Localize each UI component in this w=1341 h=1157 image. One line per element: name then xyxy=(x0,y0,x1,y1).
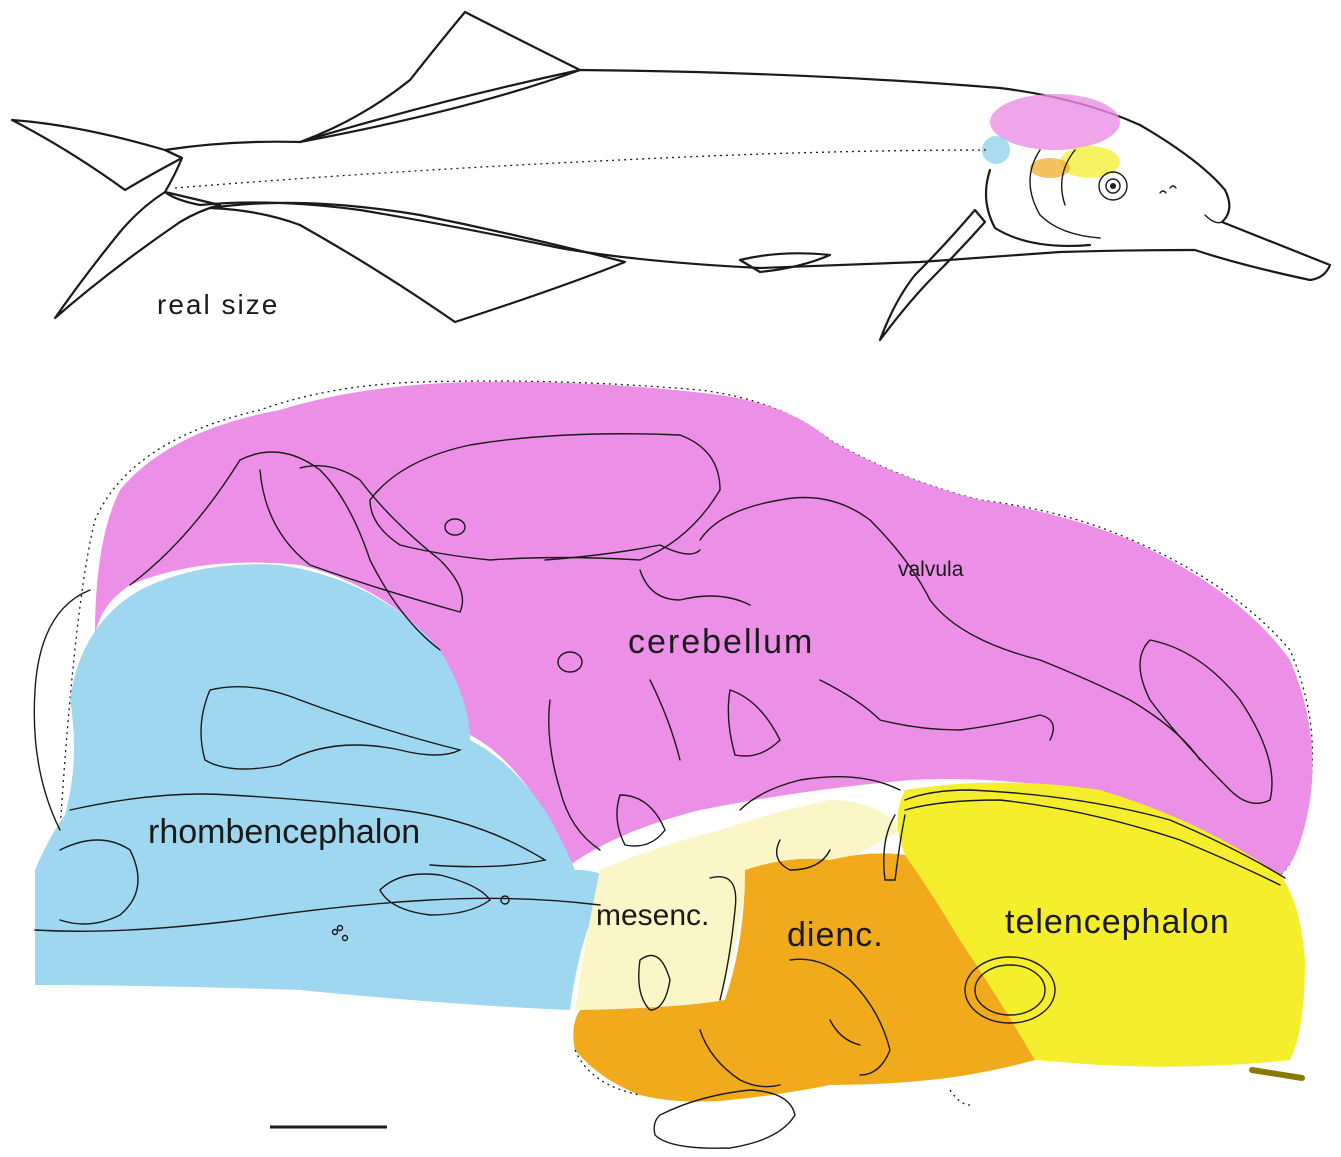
fish-brain-yellow xyxy=(1060,146,1120,178)
telencephalon-label: telencephalon xyxy=(1005,903,1230,941)
caudal-fin-upper xyxy=(12,120,182,190)
nostril xyxy=(1160,191,1166,193)
fish-eye-pupil xyxy=(1110,183,1116,189)
brain-illustration: cerebellum valvula rhombencephalon mesen… xyxy=(34,381,1312,1148)
lateral-line xyxy=(175,150,990,188)
real-size-caption: real size xyxy=(157,289,279,320)
rhombencephalon-label: rhombencephalon xyxy=(148,813,420,851)
diencephalon-label: dienc. xyxy=(787,916,884,954)
mesencephalon-label: mesenc. xyxy=(596,899,709,932)
nostril xyxy=(1170,186,1176,188)
fish-brain-blue xyxy=(982,136,1010,164)
lower-dotted-contour xyxy=(950,1090,970,1105)
operculum xyxy=(986,170,1090,246)
fish-illustration: real size xyxy=(12,12,1330,340)
pectoral-fin xyxy=(880,210,985,340)
fish-brain-pink xyxy=(990,94,1120,150)
valvula-label: valvula xyxy=(898,558,964,581)
olfactory-tract xyxy=(1252,1070,1302,1078)
cerebellum-label: cerebellum xyxy=(628,623,814,661)
pelvic-fin xyxy=(740,253,830,272)
dorsal-fin xyxy=(300,12,580,142)
snout-line xyxy=(1205,215,1222,223)
